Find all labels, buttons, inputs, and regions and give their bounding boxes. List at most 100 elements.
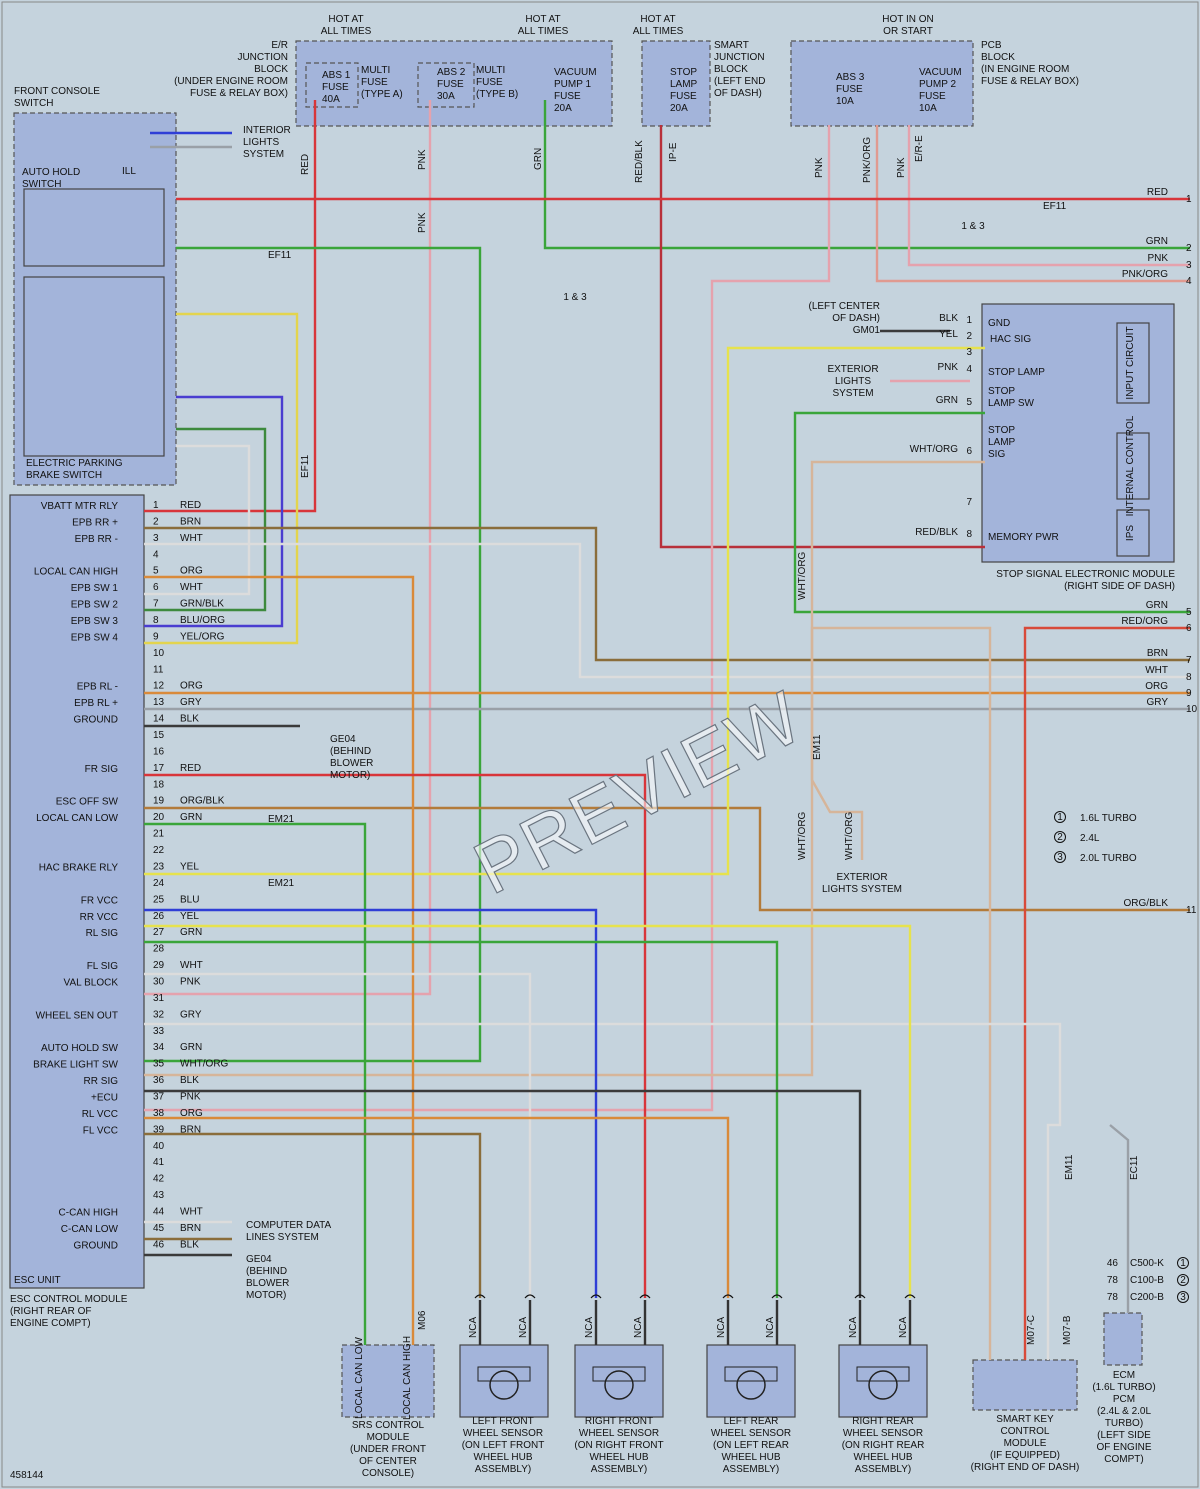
wire-fr-sig bbox=[144, 773, 647, 1298]
esc-pin-number: 24 bbox=[153, 878, 165, 889]
esc-pin-number: 37 bbox=[153, 1091, 165, 1102]
rr-sensor-title: WHEEL HUB bbox=[853, 1452, 912, 1463]
esc-pin-name: FR VCC bbox=[81, 895, 118, 906]
right-edge-wire-color: GRN bbox=[1146, 236, 1168, 247]
wire-autohold-grn bbox=[144, 246, 482, 1063]
er-junction-title: BLOCK bbox=[254, 64, 288, 75]
esc-pin-name: EPB SW 2 bbox=[71, 600, 119, 611]
hot-at-all-times-label: HOT AT bbox=[640, 14, 675, 25]
stop-pin-gnd: GND bbox=[988, 318, 1010, 329]
stop-pin-stop-lamp: STOP LAMP bbox=[988, 367, 1045, 378]
esc-pin-number: 22 bbox=[153, 845, 165, 856]
esc-pin-number: 2 bbox=[153, 516, 159, 527]
wire-wheel-sen-out bbox=[144, 1022, 1062, 1360]
wire-epbsw4 bbox=[144, 312, 299, 645]
ecm-pin-number: 46 bbox=[1107, 1258, 1119, 1269]
vacuum-pump2-fuse-label: FUSE bbox=[919, 91, 946, 102]
wire-rl-vcc bbox=[144, 1116, 730, 1298]
multi-fuse-type-a: MULTI bbox=[361, 65, 390, 76]
srs-pin-label: LOCAL CAN HIGH bbox=[402, 1336, 413, 1420]
lf-sensor-title: WHEEL HUB bbox=[473, 1452, 532, 1463]
abs2-fuse-label: ABS 2 bbox=[437, 67, 466, 78]
rf-sensor-title: WHEEL HUB bbox=[589, 1452, 648, 1463]
esc-pin-wire-color: BLK bbox=[180, 1075, 199, 1086]
esc-pin-wire-color: ORG bbox=[180, 1108, 203, 1119]
ge04-label: GE04 bbox=[246, 1254, 272, 1265]
stop-module-wire-color: RED/BLK bbox=[915, 527, 958, 538]
esc-pin-number: 44 bbox=[153, 1206, 165, 1217]
right-edge-wire-color: ORG bbox=[1145, 681, 1168, 692]
diagram-id: 458144 bbox=[10, 1470, 44, 1481]
stop-pin-stop-lamp-sw: STOP bbox=[988, 386, 1015, 397]
esc-pin-number: 15 bbox=[153, 730, 165, 741]
connector-er-e: E/R-E bbox=[914, 135, 925, 162]
esc-pin-number: 23 bbox=[153, 861, 165, 872]
wire-smartkey-redorg bbox=[1023, 626, 1190, 1360]
esc-pin-wire-color: BRN bbox=[180, 516, 201, 527]
esc-pin-wire-color: BRN bbox=[180, 1223, 201, 1234]
esc-pin-wire-color: YEL bbox=[180, 861, 199, 872]
stop-module-pin-number: 7 bbox=[966, 497, 972, 508]
esc-pin-wire-color: YEL/ORG bbox=[180, 631, 225, 642]
connector-ec11: EC11 bbox=[1129, 1155, 1140, 1180]
esc-pin-wire-color: ORG/BLK bbox=[180, 796, 225, 807]
wheel-sensor-icon bbox=[736, 1370, 766, 1400]
esc-pin-name: EPB RL - bbox=[77, 682, 118, 693]
hot-at-all-times-label: ALL TIMES bbox=[518, 26, 569, 37]
esc-pin-number: 35 bbox=[153, 1059, 165, 1070]
ecm-pcm-title: (LEFT SIDE bbox=[1097, 1430, 1151, 1441]
esc-pin-name: EPB RR - bbox=[75, 534, 118, 545]
stop-lamp-fuse-label: 20A bbox=[670, 103, 688, 114]
esc-pin-name: EPB SW 3 bbox=[71, 616, 119, 627]
multi-fuse-type-b: MULTI bbox=[476, 65, 505, 76]
ge04-label: (BEHIND bbox=[330, 746, 371, 757]
wire-color-vertical: PNK/ORG bbox=[862, 137, 873, 183]
nca-label: NCA bbox=[716, 1317, 727, 1338]
esc-pin-name: RR SIG bbox=[84, 1076, 119, 1087]
nca-label: NCA bbox=[898, 1317, 909, 1338]
stop-module-pin-number: 5 bbox=[966, 397, 972, 408]
wire-pnk-right3 bbox=[907, 125, 1190, 267]
epb-switch-title: BRAKE SWITCH bbox=[26, 470, 102, 481]
ecm-connector: C200-B bbox=[1130, 1292, 1164, 1303]
esc-pin-wire-color: GRN bbox=[180, 927, 202, 938]
sensor-coil-icon bbox=[856, 1366, 910, 1382]
esc-pin-wire-color: RED bbox=[180, 763, 201, 774]
esc-pin-name: C-CAN LOW bbox=[61, 1224, 119, 1235]
stop-module-title: (RIGHT SIDE OF DASH) bbox=[1064, 581, 1175, 592]
auto-hold-title: SWITCH bbox=[22, 179, 61, 190]
smart-junction-title: SMART bbox=[714, 40, 749, 51]
exterior-lights-label: EXTERIOR bbox=[836, 872, 887, 883]
esc-pin-number: 43 bbox=[153, 1190, 165, 1201]
ecm-pin-number: 78 bbox=[1107, 1275, 1119, 1286]
connector-em11: EM11 bbox=[1064, 1154, 1075, 1180]
esc-pin-number: 13 bbox=[153, 697, 165, 708]
esc-pin-number: 20 bbox=[153, 812, 165, 823]
engine-note-circle bbox=[1177, 1257, 1189, 1269]
connector-em21: EM21 bbox=[268, 814, 295, 825]
wire-color-vertical: PNK bbox=[417, 212, 428, 233]
gm01-label: GM01 bbox=[853, 325, 881, 336]
ips-label: IPS bbox=[1125, 525, 1136, 541]
stop-pin-stop-lamp-sig: STOP bbox=[988, 425, 1015, 436]
wire-epbsw1 bbox=[144, 444, 251, 596]
nca-label: NCA bbox=[584, 1317, 595, 1338]
engine-note-number: 1 bbox=[1057, 812, 1063, 823]
nca-label: NCA bbox=[468, 1317, 479, 1338]
esc-pin-name: RL VCC bbox=[82, 1109, 118, 1120]
auto-hold-switch bbox=[23, 188, 165, 267]
ecm-pcm-title: (1.6L TURBO) bbox=[1092, 1382, 1155, 1393]
hot-in-on-or-start-label: HOT IN ON bbox=[882, 14, 933, 25]
vacuum-pump2-fuse-label: VACUUM bbox=[919, 67, 962, 78]
connector-ef11: EF11 bbox=[300, 454, 311, 478]
smart-key-title: (RIGHT END OF DASH) bbox=[971, 1462, 1080, 1473]
srs-module bbox=[341, 1344, 435, 1418]
pcb-block-title: BLOCK bbox=[981, 52, 1015, 63]
esc-pin-name: WHEEL SEN OUT bbox=[36, 1010, 118, 1021]
esc-pin-number: 9 bbox=[153, 631, 159, 642]
right-edge-wire-color: ORG/BLK bbox=[1124, 898, 1169, 909]
esc-pin-number: 45 bbox=[153, 1223, 165, 1234]
connector-mark bbox=[639, 1294, 651, 1299]
esc-pin-number: 26 bbox=[153, 911, 165, 922]
wire-color-vertical: PNK bbox=[417, 149, 428, 170]
